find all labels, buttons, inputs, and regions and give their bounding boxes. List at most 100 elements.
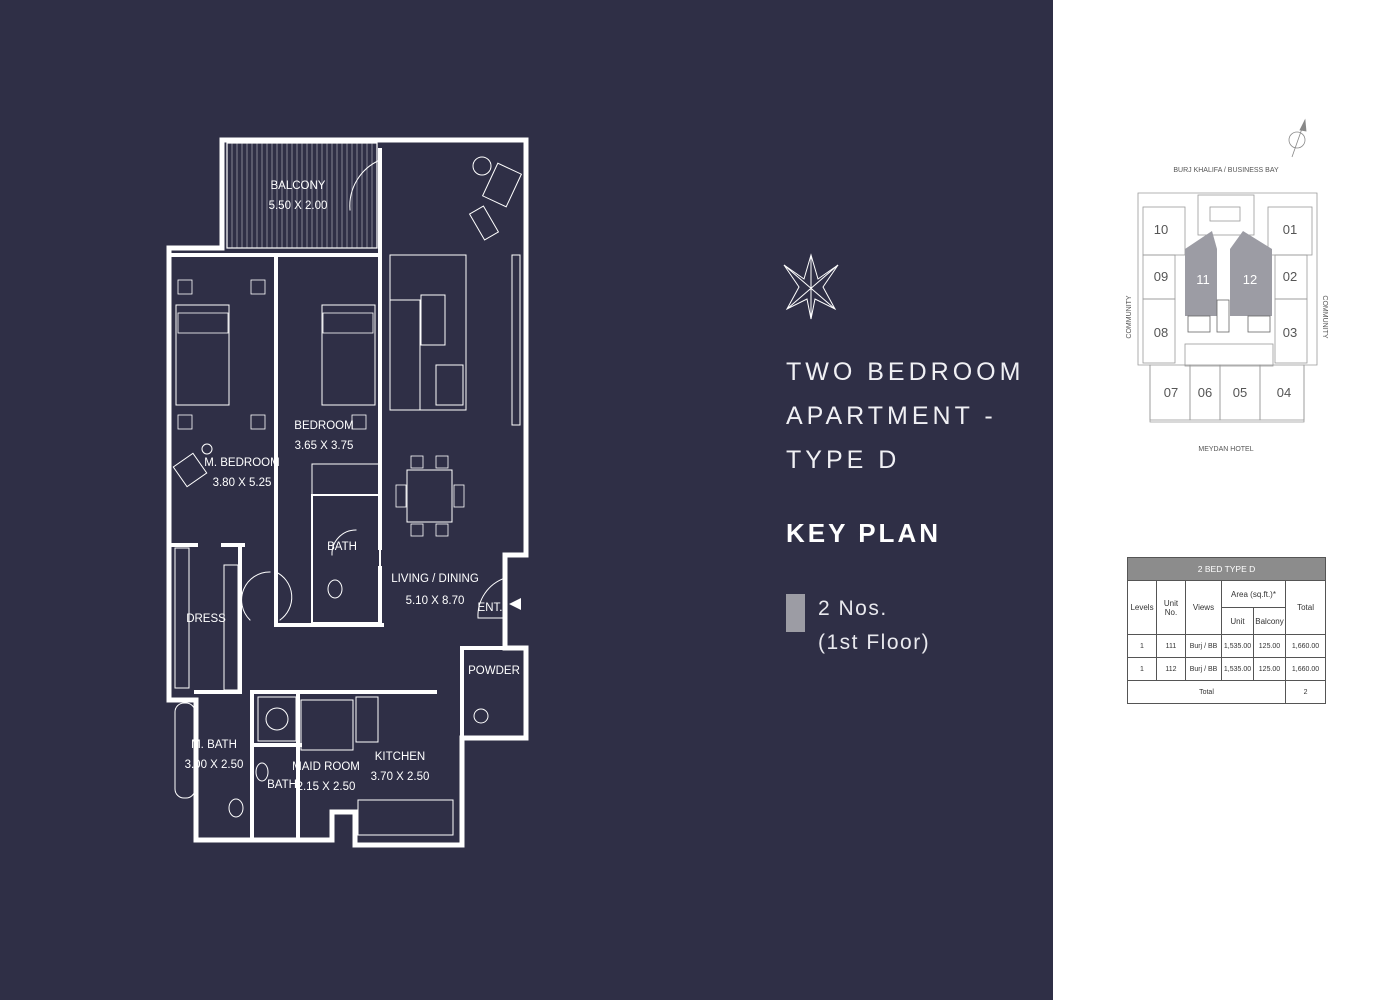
- header-area: Area (sq.ft.)*: [1221, 580, 1286, 608]
- header-views: Views: [1185, 580, 1222, 635]
- header-unit-no: Unit No.: [1156, 580, 1186, 635]
- kitchen-counter: [357, 799, 454, 836]
- room-name-maid-room: MAID ROOM: [292, 761, 360, 773]
- bedroom-bath: [311, 494, 381, 624]
- room-name-dress: DRESS: [186, 613, 226, 625]
- room-size-master-bath: 3.00 X 2.50: [185, 759, 244, 771]
- room-name-entrance: ENT.: [478, 602, 503, 614]
- floor-plan: BALCONY 5.50 X 2.00 M. BEDROOM 3.80 X 5.…: [166, 137, 839, 848]
- title-line: APARTMENT -: [786, 402, 997, 430]
- bathtub: [174, 702, 196, 799]
- dining-chair: [453, 484, 465, 508]
- cell-total-area: 1,660.00: [1284, 657, 1327, 681]
- master-bed-pillow: [177, 312, 229, 334]
- header-total: Total: [1284, 580, 1327, 635]
- room-size-kitchen: 3.70 X 2.50: [371, 771, 430, 783]
- header-levels: Levels: [1127, 580, 1157, 635]
- key-plan-panel: [1053, 0, 1400, 1000]
- footer-value: 2: [1284, 680, 1327, 704]
- cell-unit-no: 111: [1156, 634, 1186, 658]
- master-round-table: [201, 443, 213, 455]
- master-bed: [175, 304, 230, 406]
- area-table: 2 BED TYPE D Levels Unit No. Views Area …: [1126, 557, 1327, 704]
- coffee-table: [420, 294, 446, 346]
- title-line: TYPE D: [786, 446, 901, 474]
- side-table: [351, 414, 367, 430]
- cell-total-area: 1,660.00: [1284, 634, 1327, 658]
- entrance-door: [477, 577, 506, 619]
- room-name-maid-bath: BATH: [267, 779, 297, 791]
- entrance-arrow-icon: [509, 598, 521, 610]
- highlight-swatch: [786, 594, 805, 632]
- maid-bed: [300, 699, 354, 751]
- kitchen-hob: [355, 696, 379, 743]
- balcony-decking: [231, 142, 373, 249]
- cell-unit-area: 1,535.00: [1221, 634, 1254, 658]
- unit-count-number: 2 Nos.: [818, 597, 888, 620]
- dining-chair: [435, 455, 449, 469]
- sofa: [389, 299, 421, 411]
- unit-count-floor: (1st Floor): [818, 631, 931, 654]
- header-unit: Unit: [1221, 607, 1254, 635]
- cell-views: Burj / BB: [1185, 657, 1222, 681]
- toilet: [255, 762, 269, 782]
- living-rug: [389, 254, 467, 411]
- tv-unit: [511, 254, 521, 426]
- apartment-title: TWO BEDROOM APARTMENT - TYPE D: [786, 350, 1024, 482]
- bedroom-bed-pillow: [322, 312, 374, 334]
- side-table: [250, 279, 266, 295]
- corner-chair: [472, 156, 492, 176]
- lounge-chair: [468, 205, 500, 241]
- unit-count: 2 Nos. (1st Floor): [818, 592, 930, 660]
- bedroom-door: [275, 571, 293, 621]
- balcony-door: [349, 159, 381, 211]
- room-size-balcony: 5.50 X 2.00: [269, 200, 328, 212]
- header-balcony: Balcony: [1253, 607, 1286, 635]
- dining-chair: [410, 523, 424, 537]
- room-size-living-dining: 5.10 X 8.70: [406, 595, 465, 607]
- dining-chair: [395, 484, 407, 508]
- room-name-powder: POWDER: [468, 665, 520, 677]
- table-footer-row: Total 2: [1127, 680, 1327, 704]
- toilet: [228, 798, 244, 818]
- room-size-master-bedroom: 3.80 X 5.25: [213, 477, 272, 489]
- table-row: 1 112 Burj / BB 1,535.00 125.00 1,660.00: [1127, 657, 1327, 681]
- room-labels: BALCONY 5.50 X 2.00 M. BEDROOM 3.80 X 5.…: [185, 180, 520, 793]
- bedroom-door: [241, 571, 271, 621]
- lounge-chair: [481, 162, 523, 208]
- cell-unit-area: 1,535.00: [1221, 657, 1254, 681]
- room-name-bath: BATH: [327, 541, 357, 553]
- cell-balcony-area: 125.00: [1253, 657, 1286, 681]
- cell-unit-no: 112: [1156, 657, 1186, 681]
- key-plan-heading: KEY PLAN: [786, 518, 941, 548]
- cell-level: 1: [1127, 634, 1157, 658]
- room-size-maid-room: 2.15 X 2.50: [297, 781, 356, 793]
- room-name-living-dining: LIVING / DINING: [391, 573, 479, 585]
- room-name-master-bedroom: M. BEDROOM: [204, 457, 279, 469]
- table-row: 1 111 Burj / BB 1,535.00 125.00 1,660.00: [1127, 634, 1327, 658]
- side-table: [177, 279, 193, 295]
- room-size-bedroom: 3.65 X 3.75: [295, 440, 354, 452]
- room-name-bedroom: BEDROOM: [294, 420, 353, 432]
- dining-table: [406, 469, 453, 523]
- room-name-master-bath: M. BATH: [191, 739, 237, 751]
- bath-door: [331, 529, 357, 556]
- toilet: [473, 708, 489, 724]
- bedroom-wardrobe: [311, 463, 381, 496]
- dining-chair: [410, 455, 424, 469]
- room-name-balcony: BALCONY: [271, 180, 326, 192]
- brand-star-logo: [783, 253, 839, 320]
- room-name-kitchen: KITCHEN: [375, 751, 425, 763]
- toilet: [327, 579, 343, 599]
- cell-balcony-area: 125.00: [1253, 634, 1286, 658]
- cell-views: Burj / BB: [1185, 634, 1222, 658]
- armchair: [435, 364, 464, 406]
- area-table-title: 2 BED TYPE D: [1126, 557, 1327, 581]
- side-table: [177, 414, 193, 430]
- washer: [257, 696, 297, 742]
- cell-level: 1: [1127, 657, 1157, 681]
- master-armchair: [172, 452, 208, 488]
- washer-drum: [265, 707, 289, 731]
- dress-wardrobe-right: [223, 564, 239, 691]
